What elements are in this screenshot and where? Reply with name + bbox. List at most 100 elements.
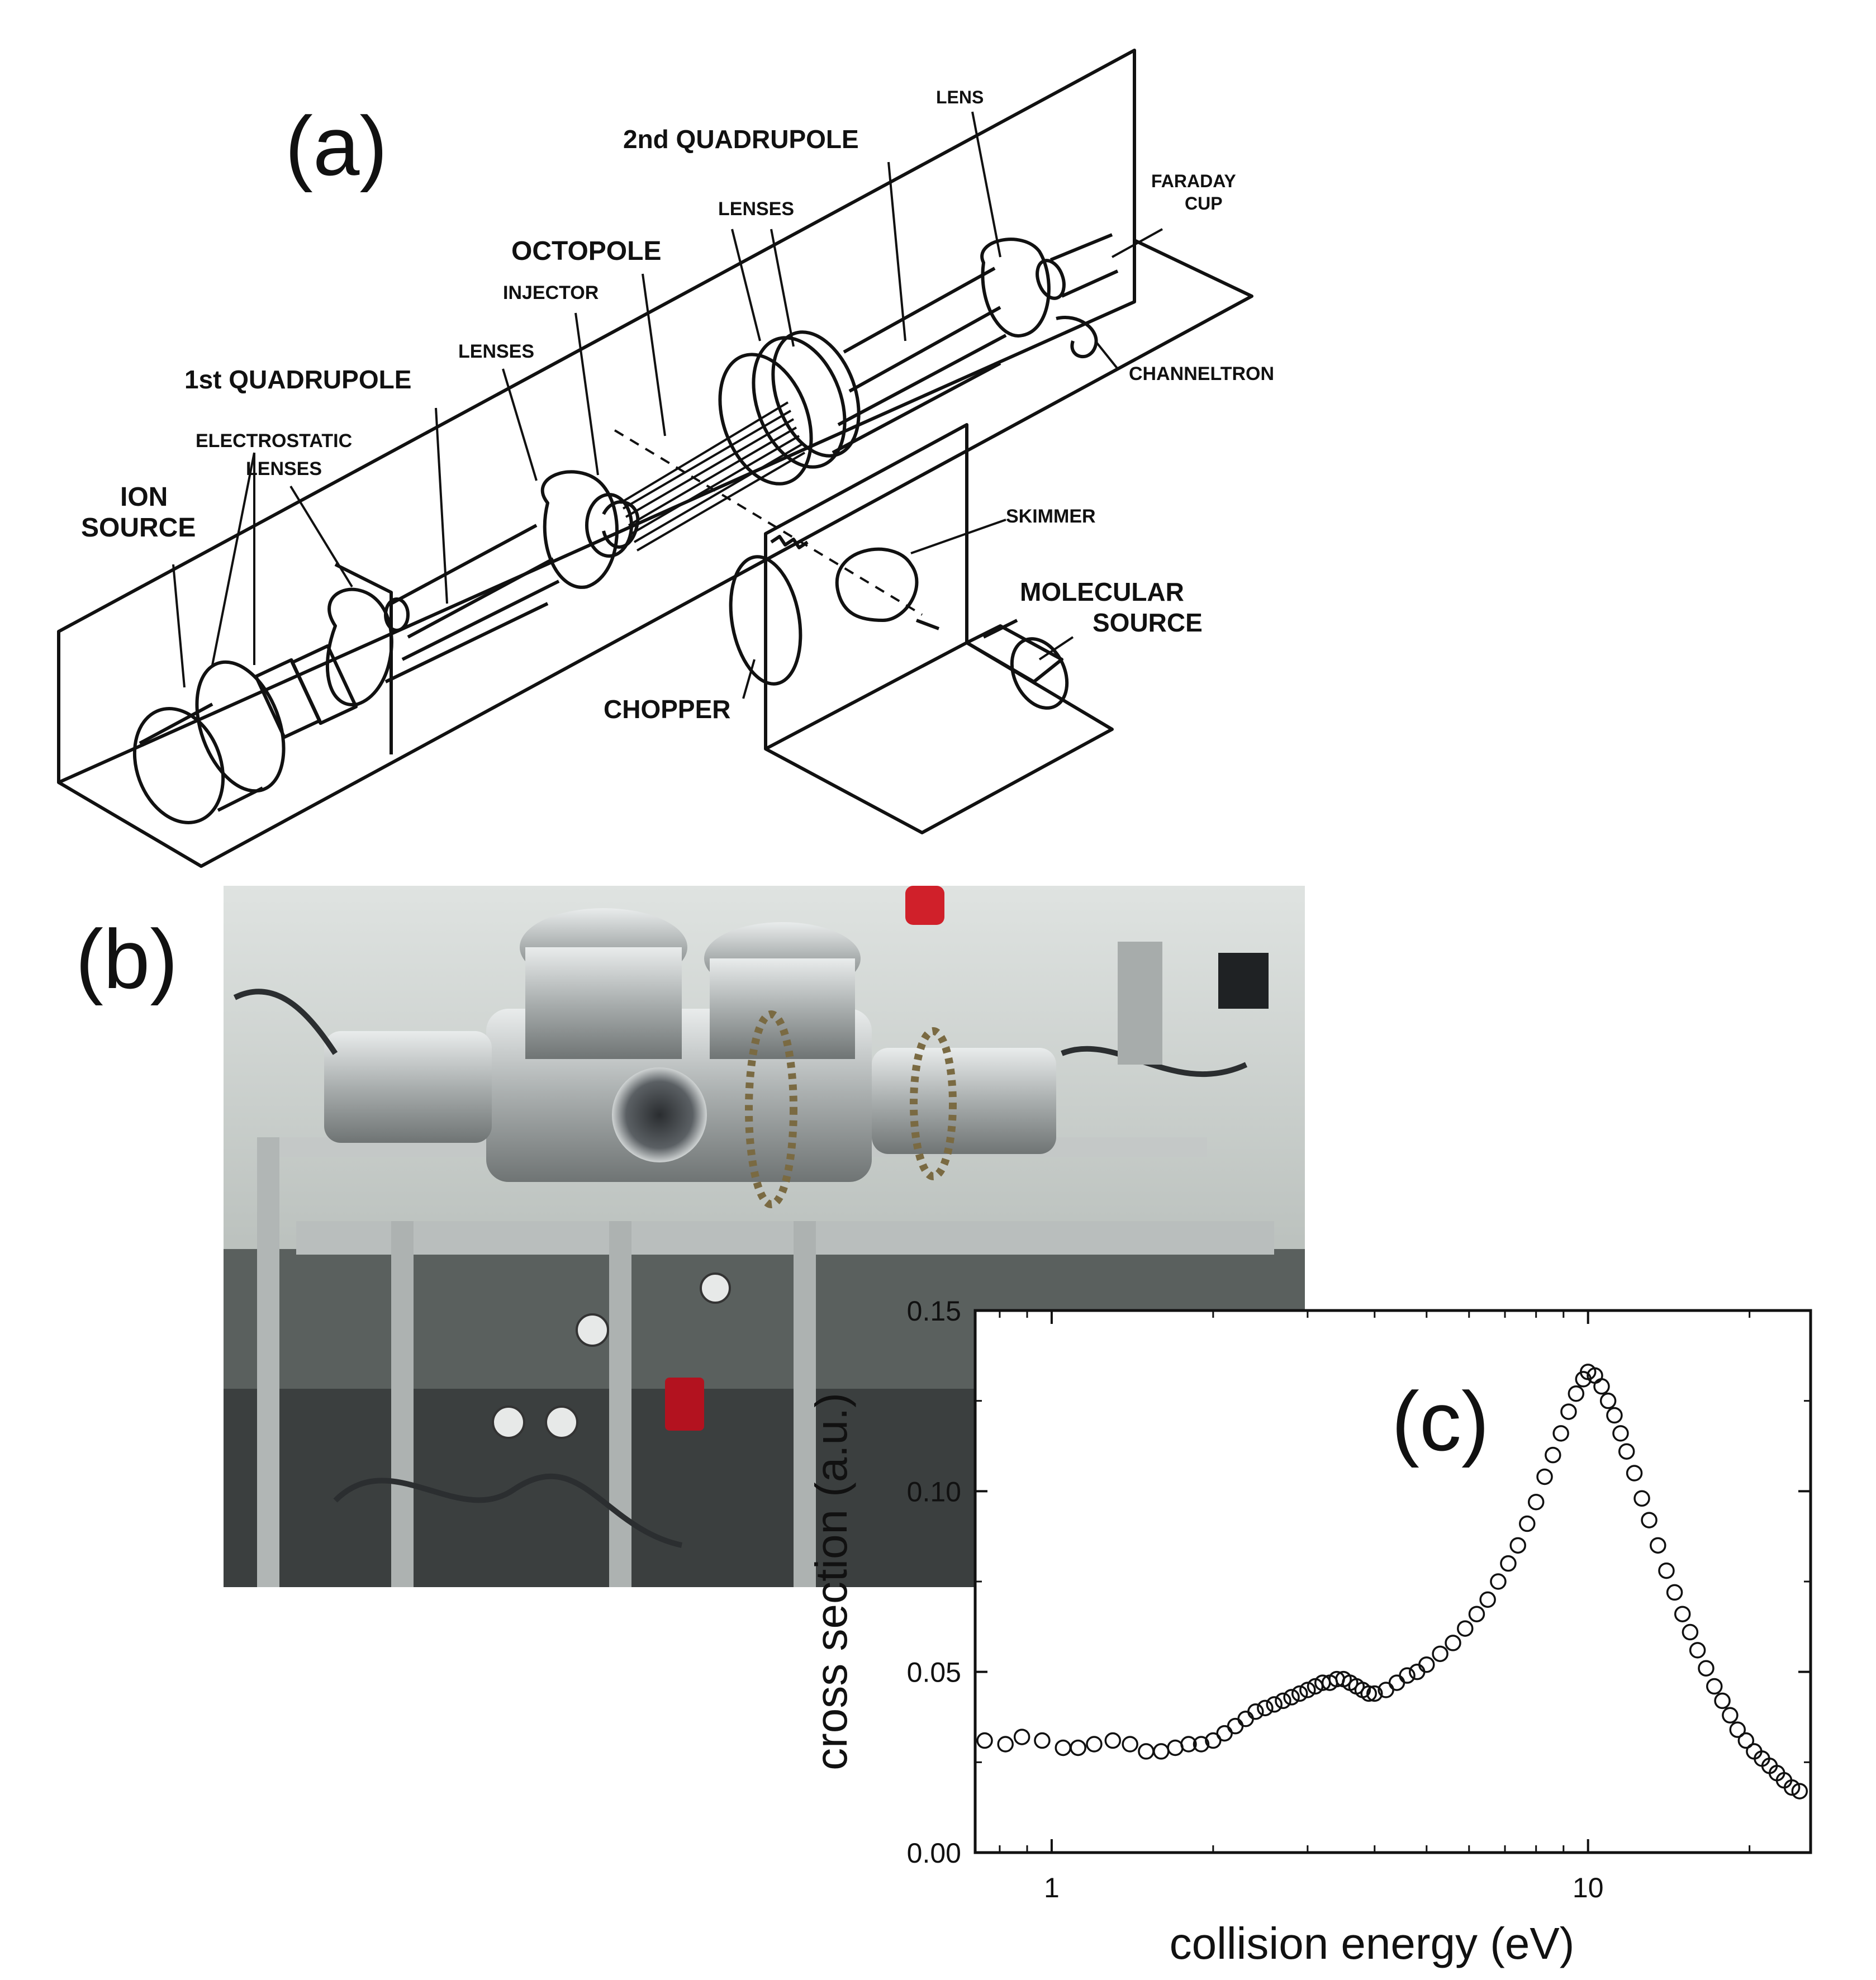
data-point — [1291, 1685, 1308, 1702]
collision-chamber-wall — [764, 423, 968, 751]
panel-label-c: (c) — [1391, 1374, 1489, 1468]
chopper-wheel — [729, 555, 802, 686]
data-point — [1618, 1443, 1635, 1460]
data-point — [1457, 1620, 1474, 1637]
data-point — [1682, 1623, 1699, 1641]
injector-lens — [540, 470, 619, 589]
ion-chamber-wall — [334, 563, 393, 754]
data-point — [1490, 1573, 1507, 1590]
data-point — [1612, 1425, 1629, 1442]
label-lenses-1: LENSES — [458, 341, 534, 362]
quad1-rods — [384, 524, 560, 683]
data-point — [1722, 1707, 1739, 1724]
data-point — [1519, 1515, 1536, 1532]
data-point — [1360, 1685, 1377, 1702]
data-point — [1086, 1736, 1103, 1753]
label-faraday-2: CUP — [1185, 193, 1223, 213]
data-point — [1650, 1537, 1666, 1554]
data-point — [1689, 1642, 1706, 1659]
data-point — [1568, 1385, 1585, 1402]
label-octopole: OCTOPOLE — [511, 236, 661, 266]
data-point — [976, 1732, 993, 1749]
x-tick-label: 10 — [1573, 1872, 1604, 1903]
data-point — [1641, 1512, 1657, 1528]
panel-label-b: (b) — [75, 912, 178, 1006]
data-point — [1257, 1699, 1274, 1717]
data-point — [1633, 1490, 1650, 1507]
quad1-entrance-lens — [325, 587, 393, 706]
data-point — [1013, 1729, 1030, 1745]
label-quad2: 2nd QUADRUPOLE — [623, 125, 859, 154]
pressure-gauge-1 — [576, 1313, 609, 1347]
data-point — [1674, 1606, 1691, 1622]
apparatus-schematic: ION SOURCE ELECTROSTATIC LENSES 1st QUAD… — [57, 49, 1274, 868]
label-quad1: 1st QUADRUPOLE — [184, 365, 411, 394]
label-electrostatic-1: ELECTROSTATIC — [196, 430, 352, 452]
data-point — [1737, 1732, 1755, 1749]
floor — [58, 239, 1253, 868]
data-point — [1606, 1407, 1623, 1424]
data-point — [1275, 1692, 1291, 1710]
data-point — [1479, 1591, 1496, 1608]
label-molecular-2: SOURCE — [1093, 608, 1203, 637]
data-point — [1714, 1692, 1731, 1710]
data-point — [1666, 1584, 1683, 1601]
data-point — [1432, 1645, 1448, 1663]
data-point — [1122, 1736, 1138, 1753]
channeltron — [1056, 316, 1098, 358]
data-point — [1783, 1779, 1801, 1796]
y-tick-label: 0.15 — [907, 1295, 961, 1327]
data-point — [1658, 1562, 1675, 1579]
data-point — [1266, 1696, 1283, 1713]
data-point — [1706, 1678, 1723, 1695]
data-point — [1500, 1555, 1517, 1572]
y-axis-label: cross section (a.u.) — [806, 1393, 856, 1770]
y-tick-label: 0.00 — [907, 1837, 961, 1869]
data-point — [1545, 1446, 1561, 1464]
pressure-gauge-4 — [700, 1272, 731, 1304]
red-gauge-top — [905, 886, 944, 925]
faraday-cup — [1036, 259, 1066, 300]
pressure-gauge-2 — [492, 1406, 525, 1439]
label-faraday-1: FARADAY — [1151, 171, 1236, 191]
data-point — [1593, 1378, 1610, 1395]
data-point — [1205, 1732, 1222, 1749]
data-point — [1560, 1403, 1577, 1420]
collision-chamber-floor — [764, 641, 1114, 834]
viewport — [612, 1067, 707, 1162]
frame-rail-top — [296, 1221, 1274, 1255]
data-point — [1399, 1667, 1416, 1684]
quad2-lens-disc-1 — [718, 353, 813, 486]
red-valve — [665, 1378, 704, 1431]
plot-frame — [973, 1309, 1812, 1854]
data-point — [1552, 1425, 1569, 1442]
quad2-rods — [832, 267, 1007, 454]
label-skimmer: SKIMMER — [1006, 506, 1096, 527]
y-tick-label: 0.05 — [907, 1657, 961, 1688]
data-point — [1791, 1783, 1808, 1799]
data-point — [1599, 1392, 1617, 1409]
data-point — [1070, 1739, 1086, 1756]
detector-lens — [980, 238, 1051, 338]
plot-area — [973, 1309, 1812, 1854]
label-chopper: CHOPPER — [604, 695, 730, 724]
back-wall — [57, 49, 1136, 784]
data-point — [1698, 1660, 1714, 1677]
label-lens: LENS — [936, 87, 984, 107]
y-axis: 0.000.050.100.15 — [907, 1295, 1811, 1869]
data-point — [1509, 1537, 1526, 1554]
data-point — [1366, 1685, 1383, 1702]
left-chamber — [324, 1031, 492, 1143]
label-lenses-2: LENSES — [718, 198, 794, 220]
data-point — [1527, 1493, 1545, 1511]
data-point — [1180, 1736, 1197, 1753]
data-point — [1247, 1703, 1264, 1720]
label-ion-source-1: ION — [120, 482, 168, 512]
data-point — [1104, 1732, 1122, 1749]
data-point — [1283, 1689, 1300, 1706]
label-injector: INJECTOR — [503, 282, 599, 303]
label-channeltron: CHANNELTRON — [1129, 363, 1274, 384]
label-ion-source-2: SOURCE — [81, 513, 196, 543]
data-point — [1299, 1682, 1316, 1698]
data-point — [1034, 1732, 1051, 1749]
